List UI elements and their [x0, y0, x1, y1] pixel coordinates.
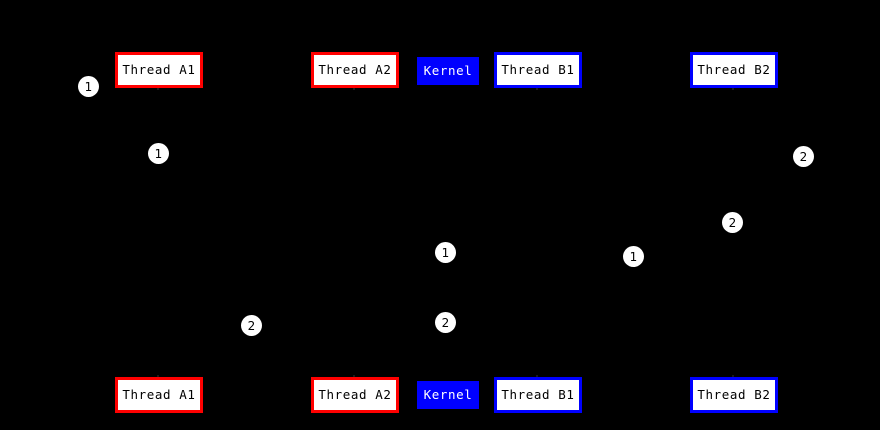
participant-label: Thread A2	[318, 386, 392, 402]
participant-thread-b2-bottom[interactable]: Thread B2	[690, 377, 778, 413]
participant-label: Thread A2	[318, 61, 392, 77]
step-bubble-label: 2	[799, 149, 808, 164]
step-bubble-2c: 2	[241, 315, 262, 336]
step-bubble-label: 1	[154, 146, 163, 161]
step-bubble-label: 2	[441, 315, 450, 330]
lifeline-stub-b2-bottom	[732, 375, 734, 377]
message-arrow-3	[447, 258, 537, 259]
lifeline-stub-a2-top	[353, 88, 355, 90]
lifeline-stub-b1-top	[536, 88, 538, 90]
participant-label: Thread B2	[697, 386, 771, 402]
step-bubble-label: 2	[728, 215, 737, 230]
participant-thread-b2-top[interactable]: Thread B2	[690, 52, 778, 88]
participant-label: Kernel	[423, 386, 473, 402]
participant-label: Thread B1	[501, 61, 575, 77]
participant-thread-a1-top[interactable]: Thread A1	[115, 52, 203, 88]
lifeline-thread-b1	[537, 88, 538, 377]
lifeline-stub-a1-top	[157, 88, 159, 90]
step-bubble-1b: 1	[148, 143, 169, 164]
message-arrow-4	[537, 325, 733, 326]
step-bubble-label: 1	[629, 249, 638, 264]
participant-label: Thread A1	[122, 386, 196, 402]
participant-thread-a2-top[interactable]: Thread A2	[311, 52, 399, 88]
participant-thread-b1-bottom[interactable]: Thread B1	[494, 377, 582, 413]
participant-kernel-top[interactable]: Kernel	[417, 57, 479, 85]
step-bubble-label: 2	[247, 318, 256, 333]
participant-thread-a2-bottom[interactable]: Thread A2	[311, 377, 399, 413]
step-bubble-2a: 2	[793, 146, 814, 167]
participant-label: Thread A1	[122, 61, 196, 77]
step-bubble-label: 1	[441, 245, 450, 260]
lifeline-stub-a2-bottom	[353, 375, 355, 377]
lifeline-kernel	[447, 88, 448, 377]
message-arrow-1	[158, 120, 354, 121]
step-bubble-2d: 2	[435, 312, 456, 333]
participant-label: Thread B2	[697, 61, 771, 77]
lifeline-stub-a1-bottom	[157, 375, 159, 377]
participant-thread-a1-bottom[interactable]: Thread A1	[115, 377, 203, 413]
lifeline-thread-a2	[354, 88, 355, 377]
step-bubble-1a: 1	[78, 76, 99, 97]
message-arrow-6	[447, 190, 733, 191]
participant-thread-b1-top[interactable]: Thread B1	[494, 52, 582, 88]
step-bubble-2b: 2	[722, 212, 743, 233]
participant-label: Kernel	[423, 62, 473, 78]
message-arrow-2	[354, 255, 447, 256]
participant-label: Thread B1	[501, 386, 575, 402]
lifeline-thread-a1	[158, 88, 159, 377]
step-bubble-1d: 1	[623, 246, 644, 267]
step-bubble-1c: 1	[435, 242, 456, 263]
step-bubble-label: 1	[84, 79, 93, 94]
lifeline-stub-b1-bottom	[536, 375, 538, 377]
lifeline-stub-b2-top	[732, 88, 734, 90]
participant-kernel-bottom[interactable]: Kernel	[417, 381, 479, 409]
